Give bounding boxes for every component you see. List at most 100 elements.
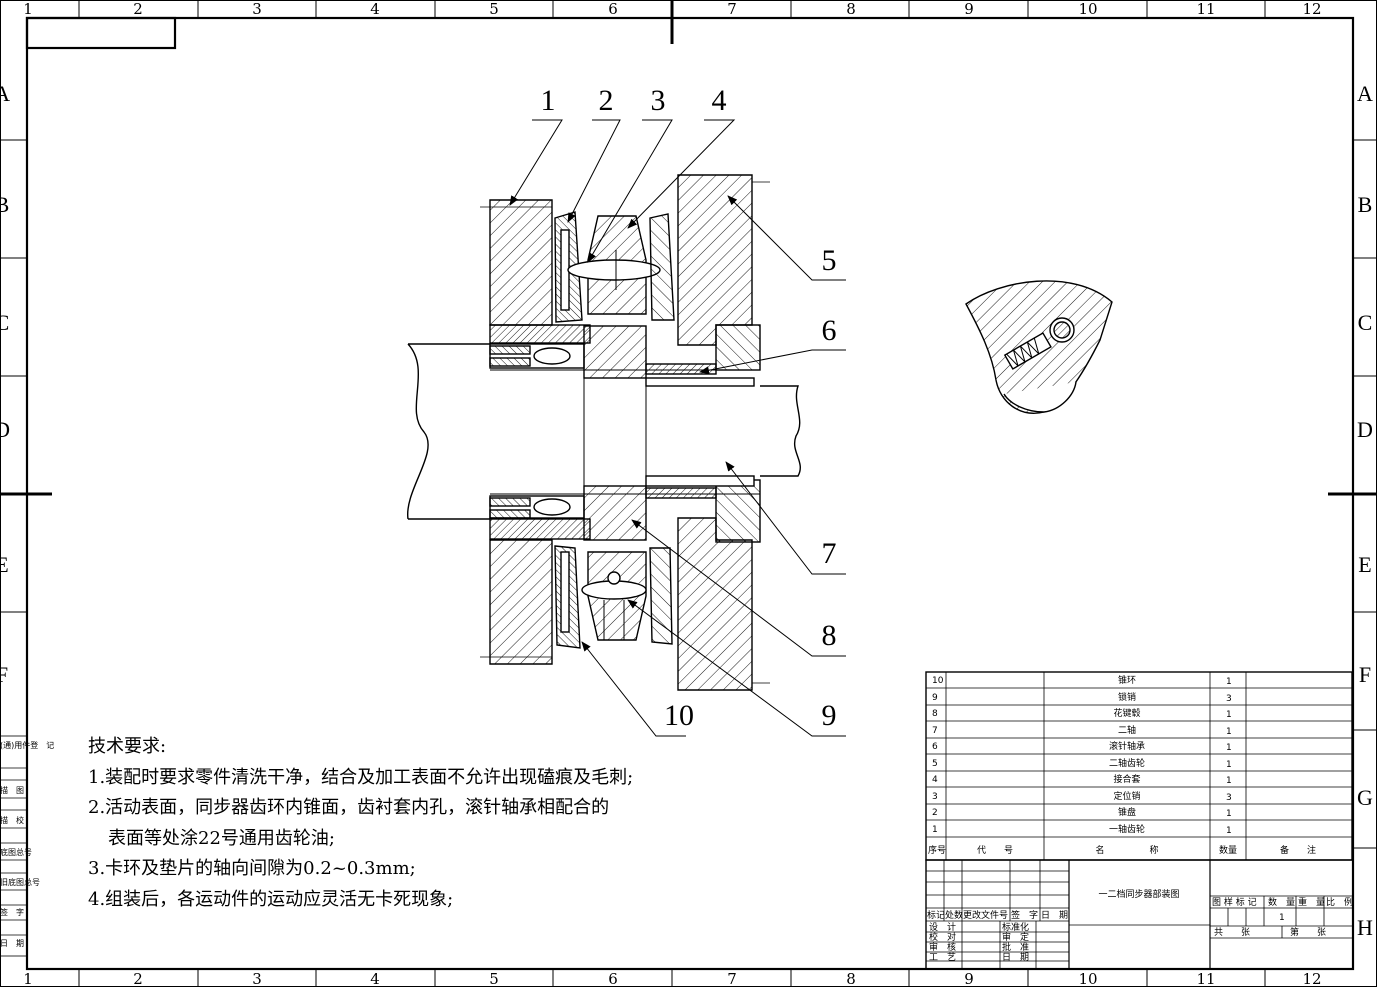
stage-header: 图 样 标 记 <box>1212 896 1257 908</box>
col-label: 11 <box>1196 0 1215 18</box>
row-labels-right: A B C D E F G H <box>1357 81 1373 940</box>
side-label: 日 期 <box>0 939 24 948</box>
bom-no: 7 <box>932 726 938 736</box>
bom-no: 6 <box>932 742 938 752</box>
col-label: 7 <box>727 970 737 987</box>
bom-qty: 1 <box>1226 710 1232 720</box>
callout-4: 4 <box>712 84 727 117</box>
col-label: 12 <box>1302 0 1321 18</box>
side-label: 底图总号 <box>0 847 32 857</box>
bom-name: 接合套 <box>1113 773 1140 785</box>
col-label: 9 <box>964 970 974 987</box>
bom-qty: 1 <box>1226 776 1232 786</box>
role-label: 设 计 <box>929 921 956 933</box>
bom-name: 二轴齿轮 <box>1109 757 1145 769</box>
title-block-text: 一二档同步器部装图 标记 处数 更改文件号 签 字 日 期 设 计 校 对 审 … <box>927 888 1353 963</box>
bom-header-no: 序号 <box>928 844 946 856</box>
bom-name: 锥盘 <box>1118 806 1136 818</box>
col-label: 11 <box>1196 970 1215 987</box>
col-label: 2 <box>133 0 143 18</box>
bom-rows: 10 锥环 1 9 锁销 3 8 花键毂 1 7 二轴 1 6 滚针轴承 1 5… <box>928 674 1316 856</box>
quantity-value: 1 <box>1279 913 1285 923</box>
callout-9: 9 <box>822 699 837 732</box>
bom-row: 8 花键毂 1 <box>932 707 1232 720</box>
row-label: F <box>0 662 8 687</box>
approval-label: 审 定 <box>1002 931 1029 943</box>
col-label: 9 <box>964 0 974 18</box>
bom-row: 5 二轴齿轮 1 <box>932 757 1232 770</box>
bom-no: 9 <box>932 693 938 703</box>
bom-qty: 1 <box>1226 760 1232 770</box>
side-strip <box>0 735 28 957</box>
row-label: A <box>0 81 10 106</box>
rev-header: 处数 <box>945 909 963 921</box>
bom-row: 9 锁销 3 <box>932 691 1232 704</box>
row-label: E <box>1358 552 1371 577</box>
synchronizer-section-view <box>407 174 801 691</box>
bom-header-code: 代 号 <box>977 845 1013 856</box>
side-label: (通)用件登 记 <box>0 740 54 750</box>
bom-no: 4 <box>932 775 938 785</box>
col-label: 10 <box>1078 970 1097 987</box>
callout-5: 5 <box>822 244 837 277</box>
col-label: 3 <box>252 0 262 18</box>
col-label: 1 <box>23 970 33 987</box>
bom-row: 7 二轴 1 <box>932 724 1232 737</box>
callout-3: 3 <box>651 84 666 117</box>
col-label: 1 <box>23 0 33 18</box>
bom-qty: 1 <box>1226 727 1232 737</box>
side-label: 旧底图总号 <box>0 877 40 887</box>
stage-header: 重 量 <box>1298 896 1325 908</box>
row-label: H <box>1357 915 1373 940</box>
callout-1: 1 <box>541 84 556 117</box>
drawing-title: 一二档同步器部装图 <box>1098 888 1179 900</box>
rev-header: 签 字 <box>1011 909 1038 921</box>
side-label: 描 图 <box>0 785 24 795</box>
row-label: F <box>1359 662 1371 687</box>
bom-name: 锥环 <box>1118 674 1136 686</box>
tech-req-item: 2.活动表面，同步器齿环内锥面，齿衬套内孔，滚针轴承相配合的 <box>88 797 610 818</box>
bom-row: 1 一轴齿轮 1 <box>932 823 1232 836</box>
row-label: C <box>1358 310 1373 335</box>
role-label: 工 艺 <box>929 952 956 963</box>
bom-name: 花键毂 <box>1113 707 1140 719</box>
column-labels-bottom: 1 2 3 4 5 6 7 8 9 10 11 12 <box>23 970 1321 987</box>
col-label: 4 <box>370 970 380 987</box>
callout-7: 7 <box>822 537 837 570</box>
stage-header: 数 量 <box>1268 896 1295 908</box>
bom-qty: 1 <box>1226 809 1232 819</box>
side-label: 签 字 <box>0 907 24 917</box>
col-label: 8 <box>846 0 856 18</box>
bom-header-row: 序号 代 号 名 称 数量 备 注 <box>928 844 1316 856</box>
tech-req-item: 表面等处涂22号通用齿轮油; <box>108 827 335 849</box>
stage-header: 比 例 <box>1326 896 1353 908</box>
technical-requirements: 技术要求: 1.装配时要求零件清洗干净，结合及加工表面不允许出现磕痕及毛刺; 2… <box>88 732 648 915</box>
rev-header: 更改文件号 <box>963 909 1008 921</box>
bom-no: 8 <box>932 709 938 719</box>
column-labels-top: 1 2 3 4 5 6 7 8 9 10 11 12 <box>23 0 1321 18</box>
bom-qty: 1 <box>1226 743 1232 753</box>
bom-name: 一轴齿轮 <box>1109 823 1145 835</box>
tech-req-item: 3.卡环及垫片的轴向间隙为0.2~0.3mm; <box>88 858 416 879</box>
rev-header: 标记 <box>927 909 945 921</box>
row-label: D <box>1357 417 1373 442</box>
bom-row: 3 定位销 3 <box>932 790 1232 803</box>
col-label: 5 <box>489 0 499 18</box>
row-label: B <box>1358 192 1373 217</box>
bom-row: 10 锥环 1 <box>932 674 1232 687</box>
bom-header-remark: 备 注 <box>1280 844 1316 856</box>
col-label: 2 <box>133 970 143 987</box>
row-label: D <box>0 417 10 442</box>
approval-label: 日 期 <box>1002 952 1029 963</box>
role-label: 校 对 <box>929 931 956 943</box>
bom-no: 5 <box>932 759 938 769</box>
bom-header-qty: 数量 <box>1219 844 1237 856</box>
row-label: G <box>1357 785 1373 810</box>
callout-6: 6 <box>822 314 837 347</box>
approval-label: 标准化 <box>1002 921 1029 933</box>
side-label: 描 校 <box>0 815 24 825</box>
bom-no: 1 <box>932 825 938 835</box>
bom-qty: 1 <box>1226 677 1232 687</box>
col-label: 6 <box>608 0 618 18</box>
